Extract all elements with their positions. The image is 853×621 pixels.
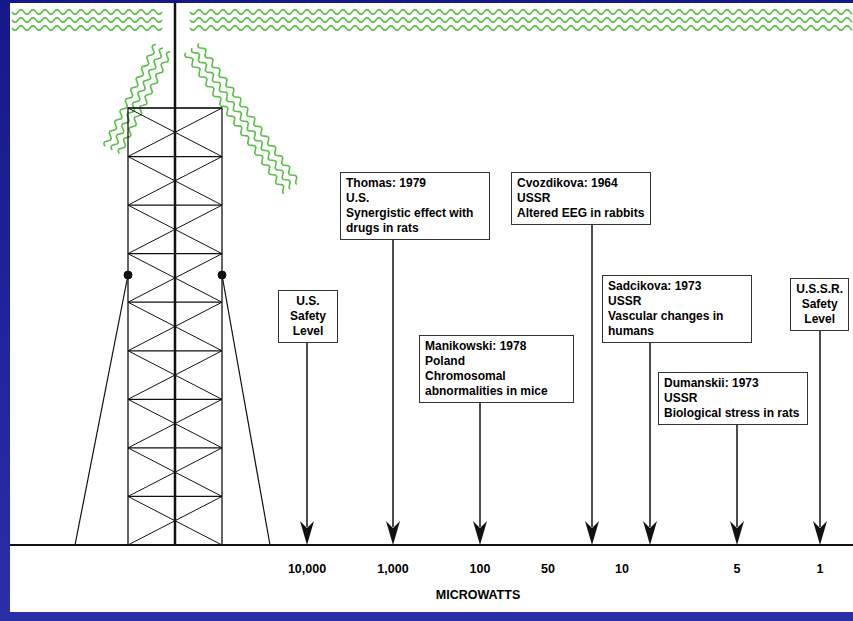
study-box: Manikowski: 1978PolandChromosomal abnorm… bbox=[419, 335, 574, 403]
leader-line bbox=[736, 425, 738, 527]
lattice-bar bbox=[128, 205, 222, 206]
wave-strand bbox=[190, 26, 852, 30]
lattice-brace bbox=[128, 205, 222, 254]
anchor-dot bbox=[124, 271, 132, 279]
box-heading: Cvozdikova: 1964 bbox=[517, 176, 645, 191]
lattice-brace bbox=[128, 254, 222, 303]
arrowhead bbox=[300, 521, 314, 545]
panel bbox=[10, 3, 853, 612]
lattice-brace bbox=[128, 157, 222, 206]
safety-level-box: U.S. Safety Level bbox=[278, 290, 338, 343]
leader-line bbox=[479, 403, 481, 527]
box-text: Vascular changes in humans bbox=[608, 309, 746, 339]
radiation-waves bbox=[12, 10, 852, 194]
lattice-brace bbox=[128, 254, 222, 303]
study-box: Sadcikova: 1973USSRVascular changes in h… bbox=[602, 275, 752, 343]
box-text: U.S. bbox=[346, 191, 484, 206]
lattice-brace bbox=[128, 496, 222, 545]
study-box: Dumanskii: 1973USSRBiological stress in … bbox=[658, 372, 808, 425]
wave-strand bbox=[12, 26, 162, 30]
lattice-bar bbox=[128, 156, 222, 157]
box-text: USSR bbox=[608, 294, 746, 309]
tick-label: 100 bbox=[468, 562, 493, 576]
lattice-brace bbox=[128, 399, 222, 448]
wave-strand bbox=[190, 18, 852, 22]
lattice-brace bbox=[128, 302, 222, 351]
box-text: Biological stress in rats bbox=[664, 406, 802, 421]
lattice-brace bbox=[128, 108, 222, 157]
lattice-brace bbox=[128, 157, 222, 206]
box-heading: Thomas: 1979 bbox=[346, 176, 484, 191]
guy-wire bbox=[75, 275, 128, 545]
tick-label: 10 bbox=[613, 562, 631, 576]
arrowhead bbox=[643, 521, 657, 545]
tower bbox=[75, 3, 270, 545]
lattice-brace bbox=[128, 496, 222, 545]
lattice-bar bbox=[128, 447, 222, 448]
box-text: USSR bbox=[664, 391, 802, 406]
mast bbox=[174, 3, 177, 545]
wave-strand bbox=[104, 44, 156, 146]
arrowhead bbox=[585, 521, 599, 545]
wave-strand bbox=[111, 48, 163, 150]
lattice-brace bbox=[128, 205, 222, 254]
lattice-bar bbox=[128, 399, 222, 400]
box-heading: U.S.S.R. Safety Level bbox=[796, 282, 843, 327]
wave-strand bbox=[190, 10, 852, 14]
wave-strand bbox=[191, 48, 290, 189]
lattice-bar bbox=[128, 496, 222, 497]
tick-label: 1,000 bbox=[375, 562, 410, 576]
arrowhead bbox=[813, 521, 827, 545]
lattice-brace bbox=[128, 448, 222, 497]
axis-line bbox=[10, 544, 853, 546]
leader-line bbox=[649, 343, 651, 527]
box-heading: Sadcikova: 1973 bbox=[608, 279, 746, 294]
wave-strand bbox=[185, 53, 284, 194]
arrowhead bbox=[386, 521, 400, 545]
lattice-brace bbox=[128, 108, 222, 157]
lattice-bar bbox=[128, 253, 222, 254]
leader-line bbox=[392, 240, 394, 527]
lattice-brace bbox=[128, 351, 222, 400]
lattice-bar bbox=[128, 302, 222, 303]
arrowhead bbox=[473, 521, 487, 545]
tick-label: 10,000 bbox=[286, 562, 328, 576]
lattice-brace bbox=[128, 448, 222, 497]
box-text: Synergistic effect with drugs in rats bbox=[346, 206, 484, 236]
lattice-brace bbox=[128, 302, 222, 351]
box-text: Altered EEG in rabbits bbox=[517, 206, 645, 221]
lattice-bar bbox=[128, 350, 222, 351]
leader-line bbox=[306, 343, 308, 527]
guy-wire bbox=[222, 275, 270, 545]
tick-label: 5 bbox=[732, 562, 743, 576]
box-text: Poland bbox=[425, 354, 568, 369]
box-heading: U.S. Safety Level bbox=[284, 294, 332, 339]
study-box: Cvozdikova: 1964USSRAltered EEG in rabbi… bbox=[511, 172, 651, 225]
arrowhead bbox=[730, 521, 744, 545]
lattice-brace bbox=[128, 399, 222, 448]
wave-strand bbox=[12, 18, 162, 22]
safety-level-box: U.S.S.R. Safety Level bbox=[790, 278, 849, 331]
wave-strand bbox=[198, 43, 297, 184]
lattice-bar bbox=[128, 107, 222, 108]
tick-label: 1 bbox=[815, 562, 826, 576]
box-heading: Manikowski: 1978 bbox=[425, 339, 568, 354]
box-heading: Dumanskii: 1973 bbox=[664, 376, 802, 391]
axis-title: MICROWATTS bbox=[434, 588, 522, 602]
lattice-brace bbox=[128, 351, 222, 400]
wave-strand bbox=[12, 10, 162, 14]
tick-label: 50 bbox=[539, 562, 557, 576]
box-text: USSR bbox=[517, 191, 645, 206]
leader-line bbox=[819, 331, 821, 527]
lattice-frame bbox=[128, 108, 222, 545]
box-text: Chromosomal abnormalities in mice bbox=[425, 369, 568, 399]
anchor-dot bbox=[218, 271, 226, 279]
study-box: Thomas: 1979U.S.Synergistic effect with … bbox=[340, 172, 490, 240]
leader-line bbox=[591, 225, 593, 527]
